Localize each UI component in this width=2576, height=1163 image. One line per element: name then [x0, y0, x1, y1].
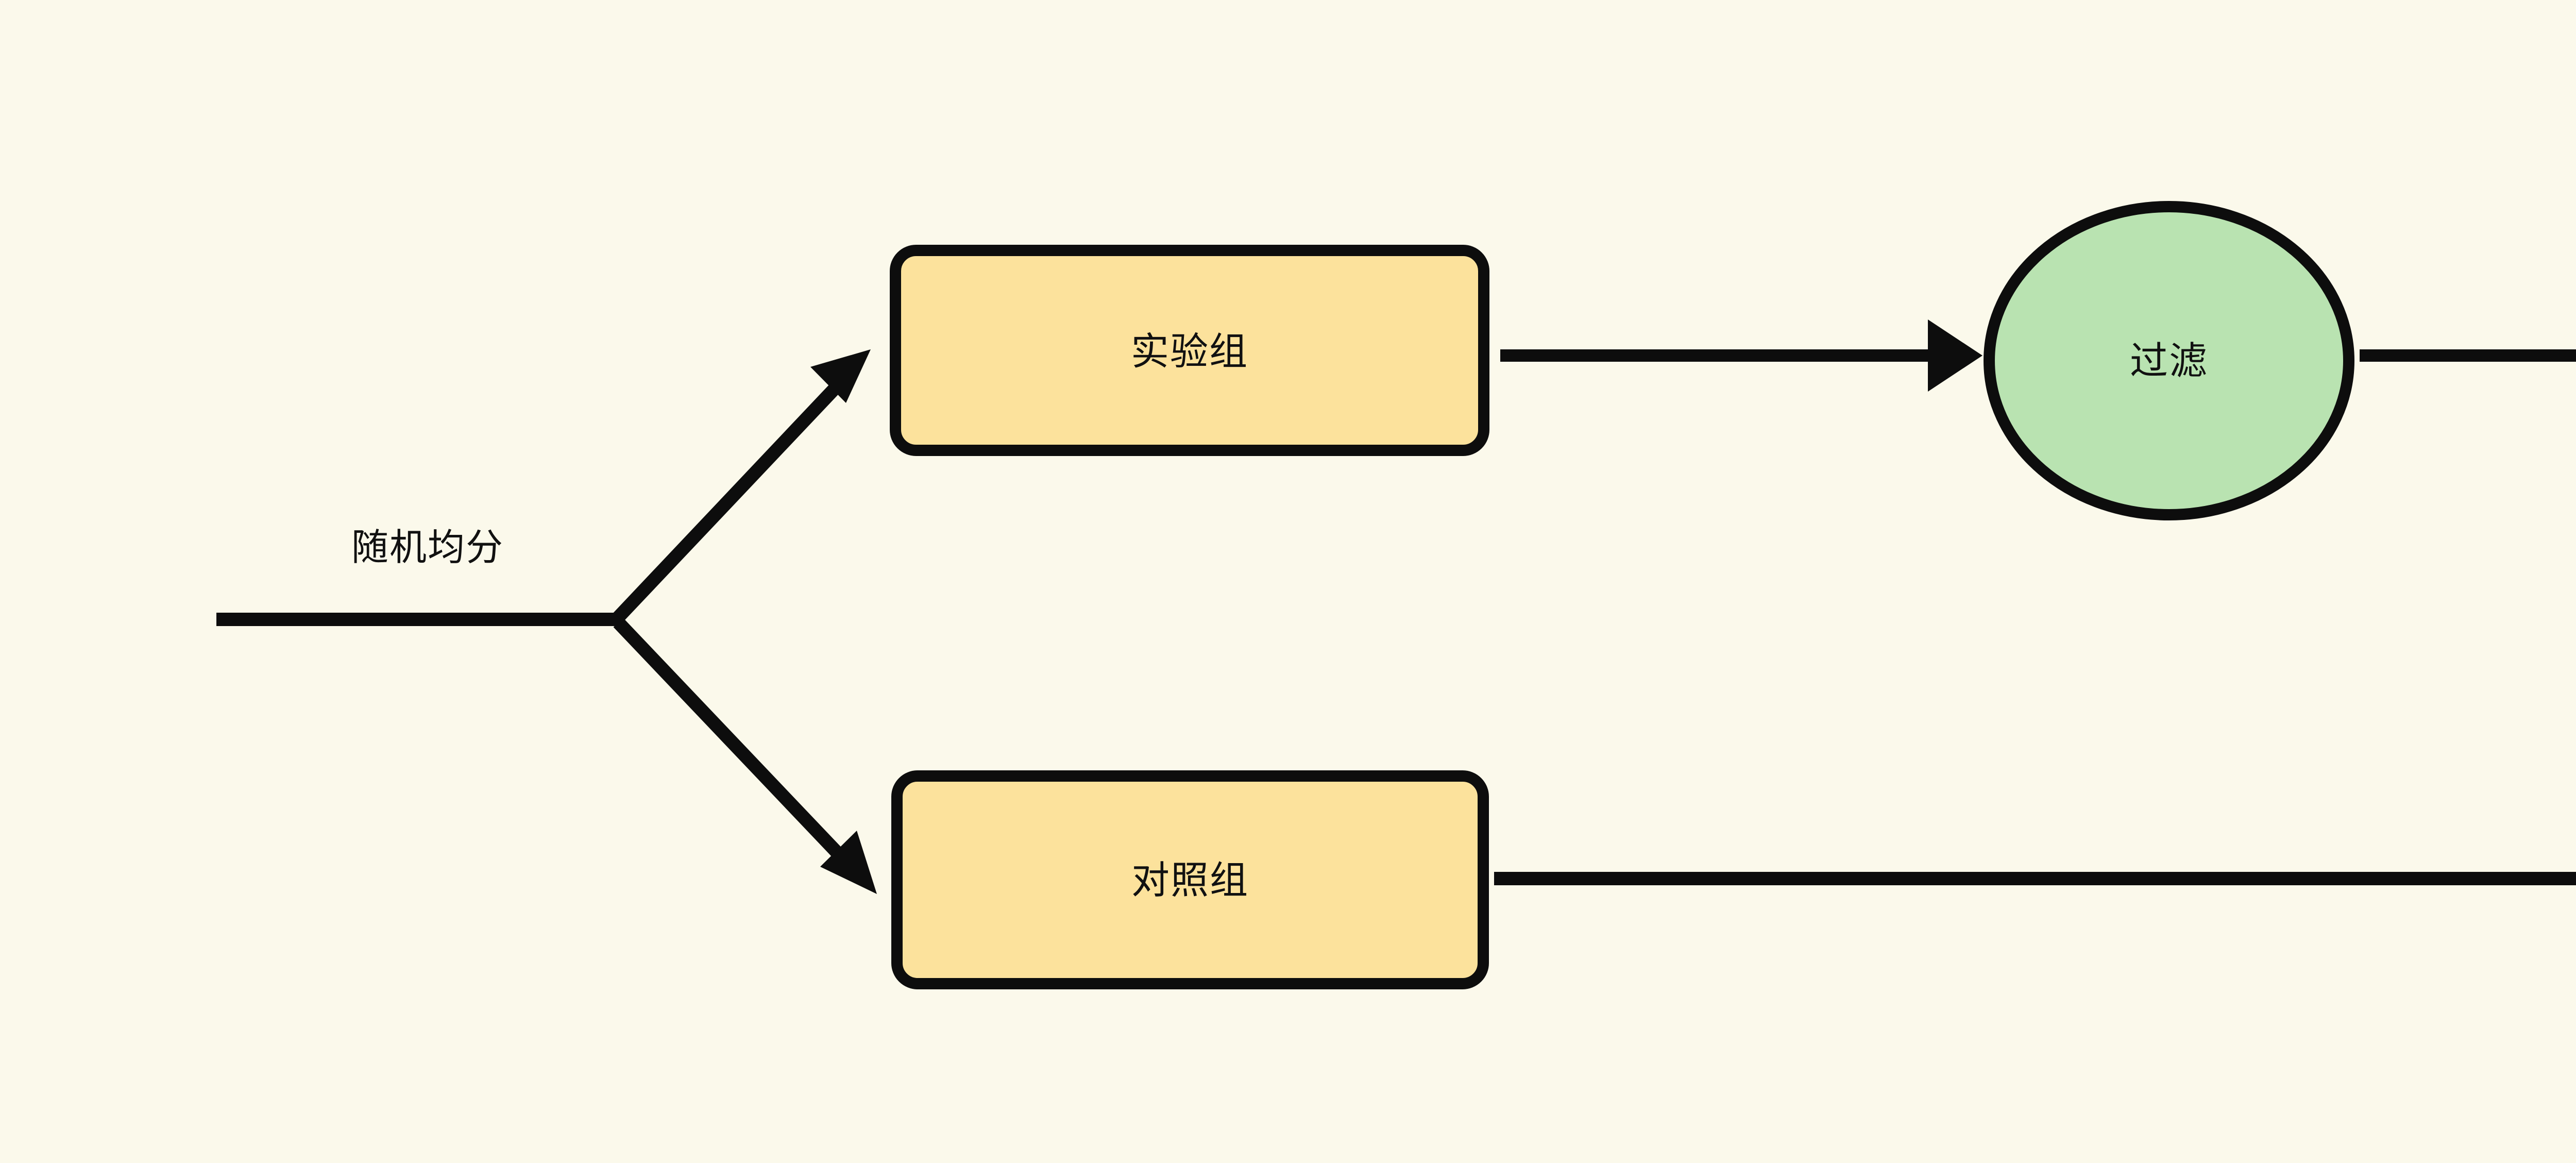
node-filter[interactable]: 过滤: [1984, 201, 2354, 520]
edge-split-to-control: [613, 618, 877, 894]
node-filter-shape[interactable]: [1984, 201, 2354, 520]
edge-experiment-to-filter-arrowhead: [1928, 319, 1982, 392]
edge-split-to-experiment-line: [613, 383, 841, 622]
edge-split-to-experiment-arrowhead: [810, 349, 871, 403]
node-filter-label: 过滤: [2130, 340, 2208, 382]
edge-control-to-no-push: [1494, 872, 2576, 885]
node-control-group[interactable]: 对照组: [891, 770, 1489, 989]
node-experiment-group-label: 实验组: [1131, 330, 1248, 373]
edge-filter-to-send-push: [2360, 349, 2576, 362]
edge-split-to-control-line: [613, 618, 845, 860]
node-control-group-label: 对照组: [1131, 859, 1249, 902]
edge-experiment-to-filter: [1500, 319, 1982, 392]
edge-split-to-control-arrowhead: [820, 831, 877, 894]
node-experiment-group-shape[interactable]: [890, 245, 1489, 456]
node-experiment-group[interactable]: 实验组: [890, 245, 1489, 456]
node-control-group-shape[interactable]: [891, 770, 1489, 989]
edge-split-to-experiment: [613, 349, 871, 622]
edge-label-random-split: 随机均分: [351, 527, 504, 568]
